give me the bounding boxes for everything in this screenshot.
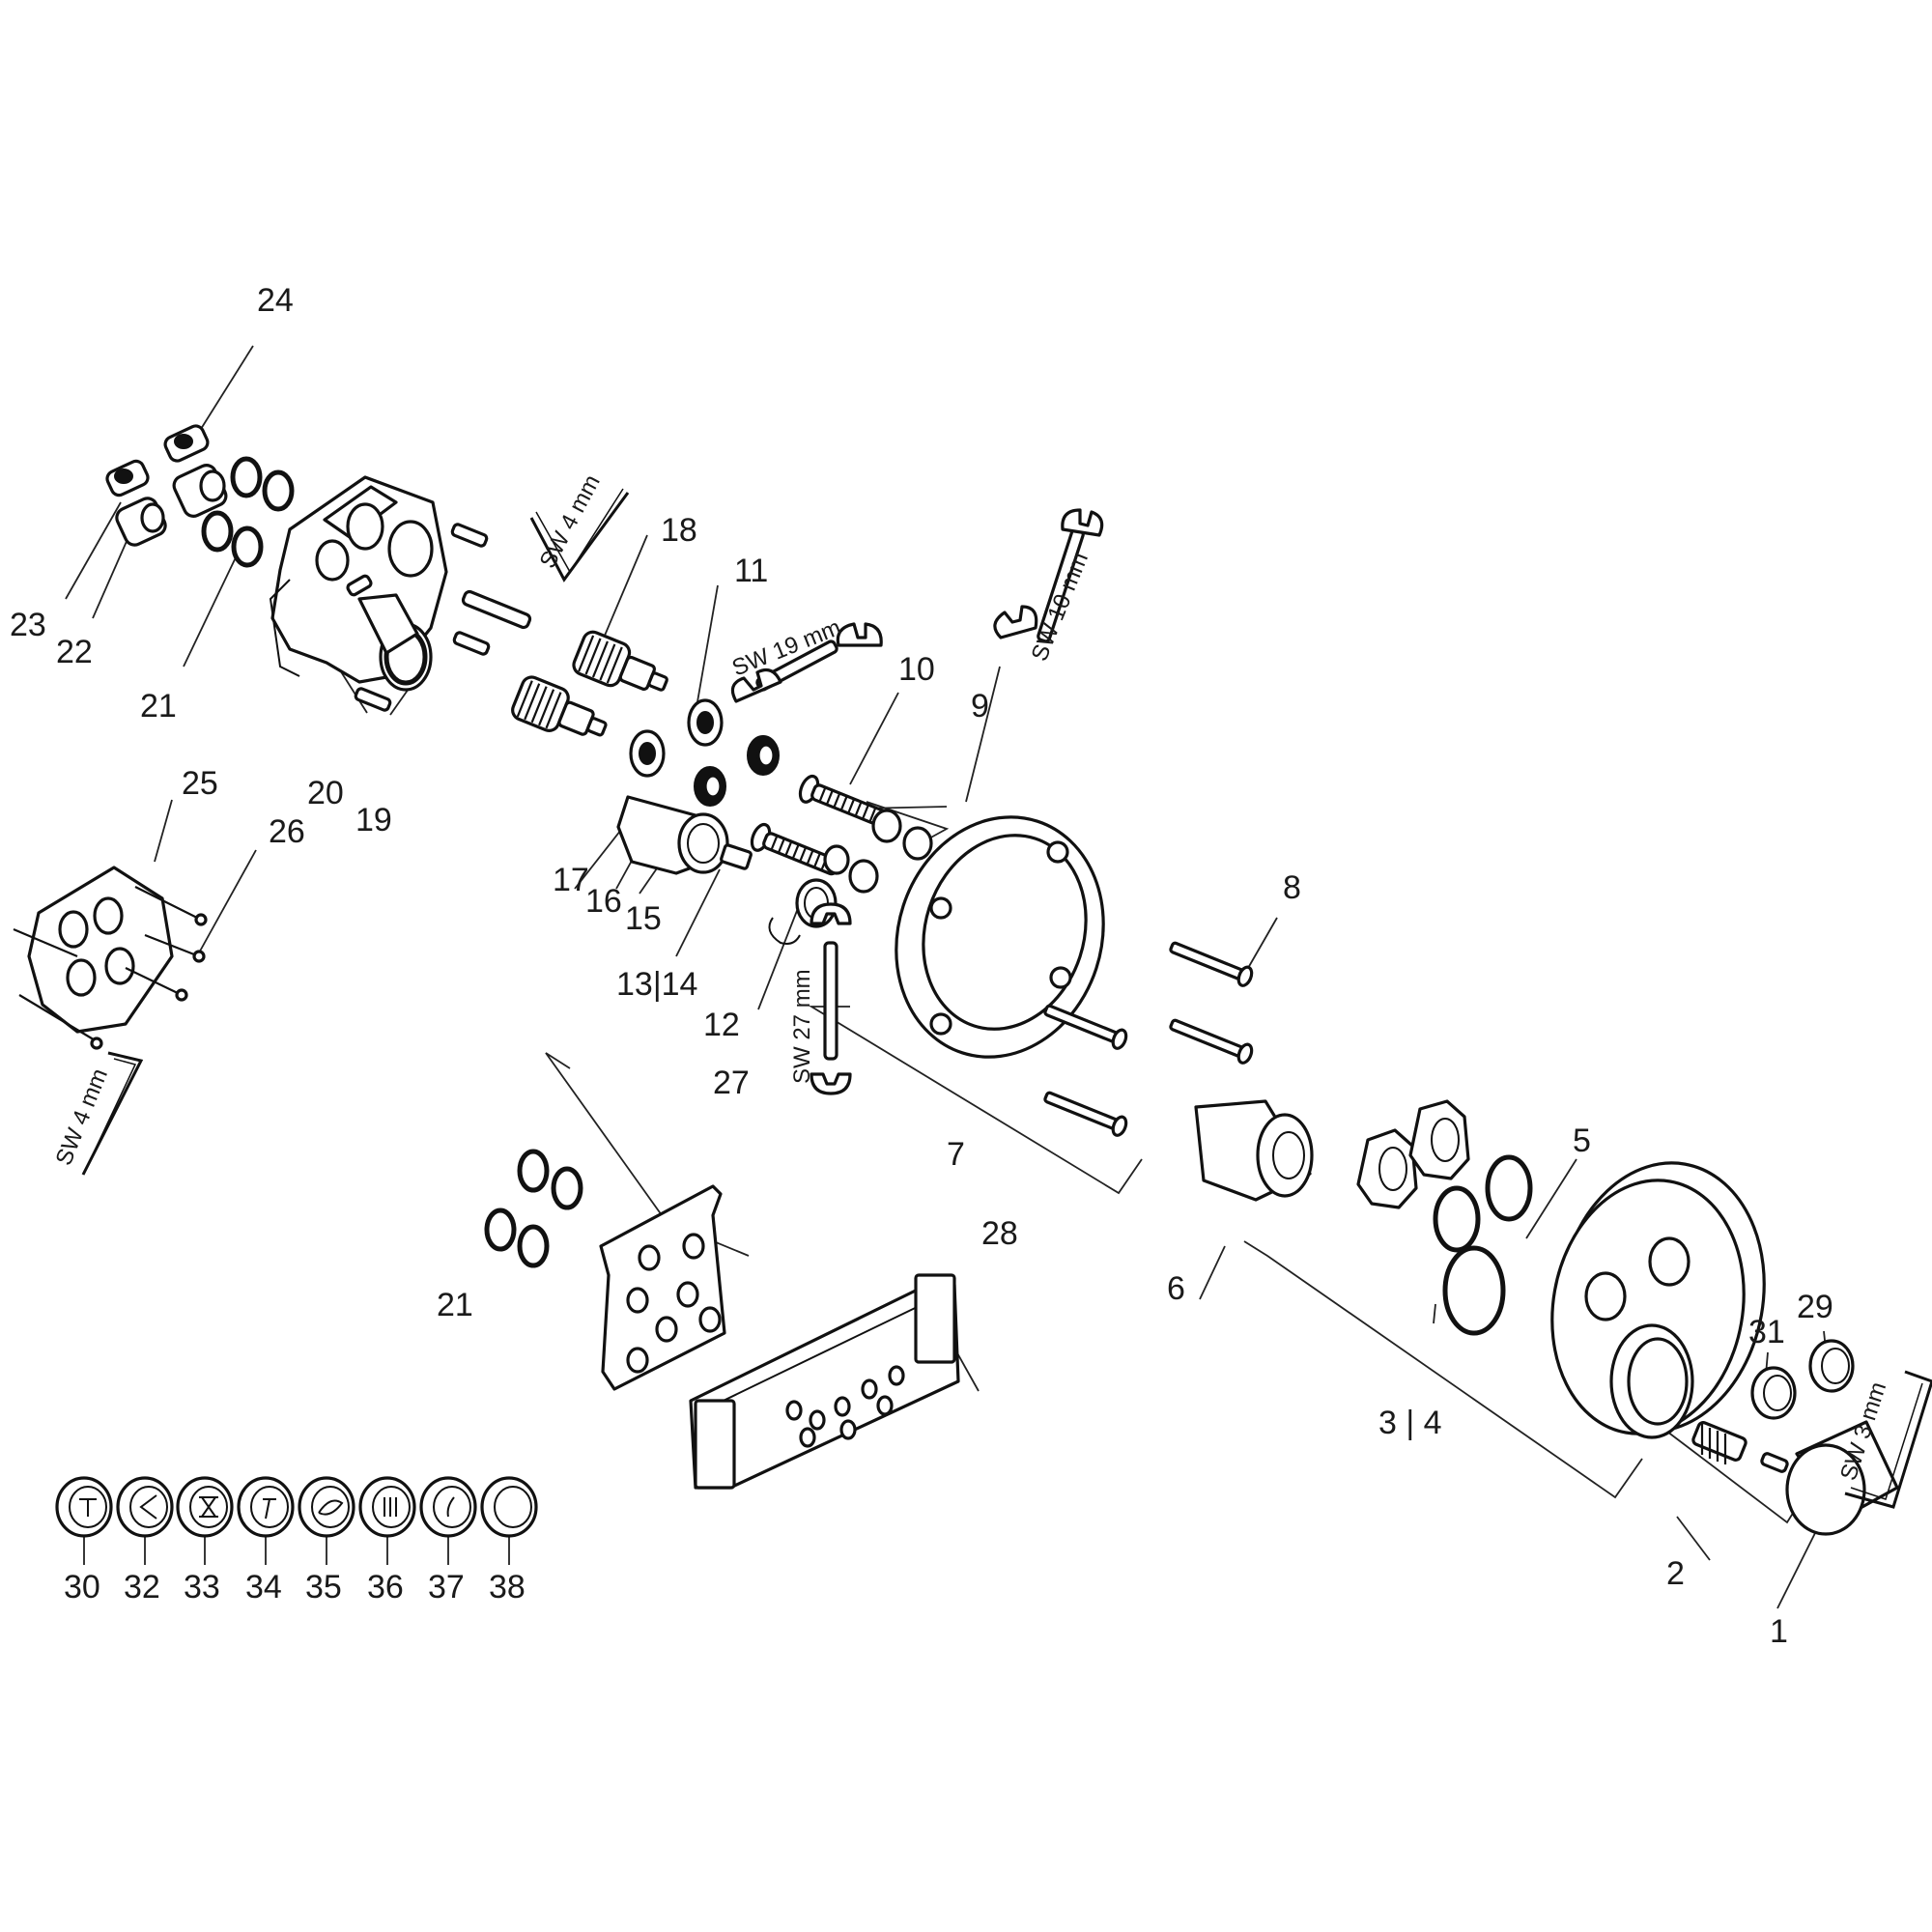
label-part-19: 19 xyxy=(355,802,392,838)
label-part-27: 27 xyxy=(713,1065,750,1101)
label-part-10: 10 xyxy=(898,651,935,688)
label-part-13-14: 13|14 xyxy=(616,966,697,1003)
part-20-screws xyxy=(354,523,532,712)
cap-36 xyxy=(358,1476,416,1538)
hex-key-4mm-left-icon xyxy=(81,1051,144,1176)
label-part-18: 18 xyxy=(661,512,697,549)
part-19-valve-body xyxy=(269,475,448,692)
parts-15-16-17-cartridge xyxy=(616,795,753,875)
label-part-31: 31 xyxy=(1748,1314,1785,1350)
parts-11-12-nuts xyxy=(629,698,838,945)
cap-34 xyxy=(237,1476,295,1538)
label-part-36: 36 xyxy=(367,1569,404,1605)
label-part-8: 8 xyxy=(1283,869,1301,906)
label-part-35: 35 xyxy=(305,1569,342,1605)
label-part-15: 15 xyxy=(625,900,662,937)
label-part-16: 16 xyxy=(585,883,622,920)
label-part-21-bottom: 21 xyxy=(437,1287,473,1323)
wrench-10mm-icon xyxy=(993,508,1104,643)
label-part-7: 7 xyxy=(947,1136,965,1173)
label-part-24: 24 xyxy=(257,282,294,319)
label-part-5: 5 xyxy=(1573,1122,1591,1159)
bottom-caps-30-38 xyxy=(55,1476,538,1538)
parts-25-26-mounting-plate xyxy=(13,866,208,1050)
label-part-37: 37 xyxy=(428,1569,465,1605)
cap-32 xyxy=(116,1476,174,1538)
label-part-2: 2 xyxy=(1666,1555,1685,1592)
label-part-26: 26 xyxy=(269,813,305,850)
label-part-30: 30 xyxy=(64,1569,100,1605)
label-part-22: 22 xyxy=(56,634,93,670)
part-28-bracket xyxy=(689,1273,960,1490)
label-part-21-top: 21 xyxy=(140,688,177,724)
part-3-4-cover-plate xyxy=(1550,1161,1766,1439)
label-part-9: 9 xyxy=(971,688,989,724)
tool-label-sw4-left: SW 4 mm xyxy=(51,1065,113,1169)
label-part-29: 29 xyxy=(1797,1289,1833,1325)
tool-label-sw4-top: SW 4 mm xyxy=(534,470,605,573)
part-27-seal-plate xyxy=(599,1184,726,1391)
hex-key-3mm-icon xyxy=(1844,1370,1932,1509)
tool-label-sw27: SW 27 mm xyxy=(789,969,815,1084)
cap-38 xyxy=(480,1476,538,1538)
label-part-11: 11 xyxy=(734,553,768,589)
part-5-nuts-orings xyxy=(1356,1099,1533,1336)
part-8-screws xyxy=(1043,941,1254,1137)
label-part-28: 28 xyxy=(981,1215,1018,1252)
label-part-6: 6 xyxy=(1167,1270,1185,1307)
cap-30 xyxy=(55,1476,113,1538)
part-6-extension xyxy=(1194,1099,1314,1202)
part-number-labels: 1 2 3 | 4 5 6 7 8 9 10 11 12 13|14 15 16… xyxy=(10,282,1833,1650)
part-22-23-24-plugs xyxy=(105,424,295,568)
wrench-19mm-icon xyxy=(730,622,883,703)
label-part-12: 12 xyxy=(703,1007,740,1043)
parts-9-10-spindles xyxy=(750,774,933,894)
part-2-spindle xyxy=(1691,1421,1789,1473)
label-part-20: 20 xyxy=(307,775,344,811)
cap-37 xyxy=(419,1476,477,1538)
cap-33 xyxy=(176,1476,234,1538)
label-part-23: 23 xyxy=(10,607,46,643)
parts-29-31-buttons xyxy=(1750,1339,1855,1420)
label-part-17: 17 xyxy=(553,862,589,898)
label-part-32: 32 xyxy=(124,1569,160,1605)
label-part-33: 33 xyxy=(184,1569,220,1605)
label-part-34: 34 xyxy=(245,1569,282,1605)
part-21-orings xyxy=(484,1149,583,1268)
wrench-27mm-icon xyxy=(810,902,852,1095)
label-part-38: 38 xyxy=(489,1569,526,1605)
part-18-cartridges xyxy=(511,630,668,737)
label-part-3-4: 3 | 4 xyxy=(1378,1405,1442,1441)
part-7-mounting-ring xyxy=(895,815,1105,1059)
cap-35 xyxy=(298,1476,355,1538)
hex-key-4mm-top-icon xyxy=(529,488,630,582)
label-part-25: 25 xyxy=(182,765,218,802)
label-part-1: 1 xyxy=(1770,1613,1788,1650)
